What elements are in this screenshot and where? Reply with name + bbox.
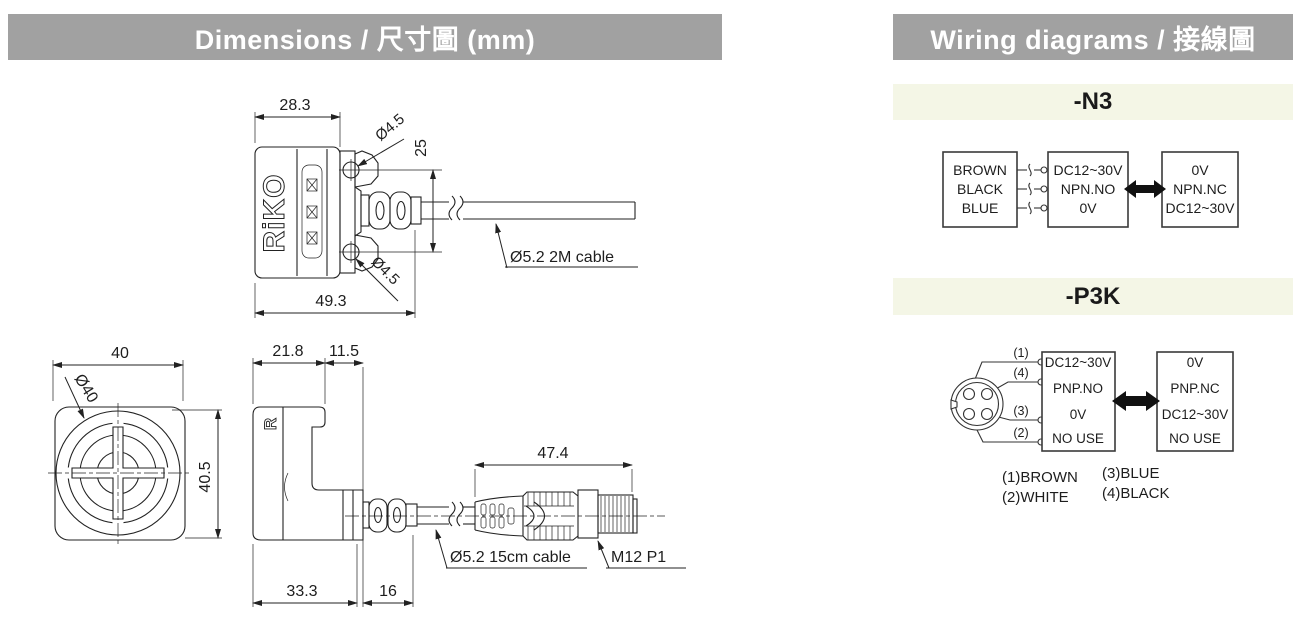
pin-label-3: (3) (1013, 404, 1028, 418)
cable-callout-side: Ø5.2 15cm cable (435, 529, 587, 569)
brand-logo: RiKO (258, 174, 291, 253)
cable-label-top: Ø5.2 2M cable (510, 249, 614, 266)
dim-label-11-5: 11.5 (329, 343, 359, 360)
m12-callout: M12 P1 (597, 540, 686, 569)
connector-slots (306, 178, 318, 245)
n3-subheader: -N3 (893, 84, 1293, 120)
p3k-out-row-1: DC12~30V (1045, 355, 1111, 370)
m12-connector (345, 489, 665, 541)
p3k-out-row-3: 0V (1070, 407, 1087, 422)
dimensions-section-title: Dimensions / 尺寸圖 (mm) (194, 24, 536, 55)
p3k-alt-row-2: PNP.NC (1170, 381, 1220, 396)
dim-label-25: 25 (413, 139, 430, 157)
dim-hole-bottom-label: Ø4.5 (355, 253, 403, 302)
dim-25: 25 (339, 139, 442, 253)
pin-3 (980, 407, 994, 421)
wiring-section-title: Wiring diagrams / 接線圖 (930, 24, 1256, 55)
m12-label: M12 P1 (611, 549, 666, 566)
n3-wire-blue: BLUE (962, 200, 999, 216)
dim-label-28-3: 28.3 (279, 97, 310, 114)
n3-title: -N3 (1073, 88, 1113, 115)
n3-out-row-2: NPN.NO (1061, 181, 1116, 197)
dim-label-21-8: 21.8 (272, 343, 303, 360)
cable-gland-side (362, 498, 418, 533)
dim-47-4: 47.4 (474, 445, 633, 497)
pin-1 (962, 387, 976, 401)
dim-label-49-3: 49.3 (315, 293, 346, 310)
front-view-drawing: 40 Ø40 40.5 (48, 345, 222, 547)
dimensions-section-header: Dimensions / 尺寸圖 (mm) (8, 14, 722, 60)
n3-alt-row-3: DC12~30V (1166, 200, 1236, 216)
pin-label-1: (1) (1013, 346, 1028, 360)
n3-alt-row-2: NPN.NC (1173, 181, 1227, 197)
dim-label-40-5: 40.5 (197, 461, 214, 492)
n3-alt-row-1: 0V (1191, 162, 1209, 178)
cable-top (421, 195, 636, 221)
legend-pin-1: (1)BROWN (1002, 469, 1078, 486)
n3-wire-box (942, 151, 1018, 228)
dim-49-3: 49.3 (254, 230, 416, 318)
sensor-body-top: RiKO (254, 146, 341, 279)
m12-pinout (950, 377, 1004, 431)
legend-pin-3: (3)BLUE (1102, 465, 1160, 482)
brand-letter: R (261, 418, 280, 430)
dim-label-diameter-40: Ø40 (71, 371, 101, 406)
n3-out-row-1: DC12~30V (1054, 162, 1124, 178)
pin-label-2: (2) (1013, 426, 1028, 440)
n3-wire-brown: BROWN (953, 162, 1007, 178)
dim-11-5: 11.5 (324, 343, 364, 607)
p3k-swap-arrow-icon (1112, 391, 1160, 411)
dim-hole-top-label: Ø4.5 (357, 111, 408, 167)
legend-pin-4: (4)BLACK (1102, 485, 1170, 502)
p3k-title: -P3K (1065, 282, 1121, 310)
cable-callout-top: Ø5.2 2M cable (495, 223, 638, 269)
p3k-out-row-4: NO USE (1052, 431, 1104, 446)
sensor-body-side: R (252, 406, 364, 541)
mounting-bracket (339, 150, 379, 274)
legend-pin-2: (2)WHITE (1002, 489, 1069, 506)
wiring-section-header: Wiring diagrams / 接線圖 (893, 14, 1293, 60)
n3-wires (1017, 163, 1048, 215)
pin-color-legend: (1)BROWN (2)WHITE (3)BLUE (4)BLACK (1002, 465, 1170, 506)
side-view-drawing: R (252, 343, 686, 607)
n3-out-row-3: 0V (1079, 200, 1097, 216)
dim-label-33-3: 33.3 (286, 583, 317, 600)
p3k-subheader: -P3K (893, 278, 1293, 315)
dim-label-16: 16 (379, 583, 397, 600)
cable-label-side: Ø5.2 15cm cable (450, 549, 571, 566)
thread-lines (600, 496, 630, 532)
dim-label-hole-bottom: Ø4.5 (368, 253, 403, 288)
p3k-alt-row-1: 0V (1187, 355, 1204, 370)
dim-40: 40 (52, 345, 184, 401)
dim-40-5: 40.5 (172, 409, 222, 539)
pin-2 (962, 407, 976, 421)
dim-21-8: 21.8 (252, 343, 326, 404)
dim-label-47-4: 47.4 (537, 445, 568, 462)
cable-side (417, 501, 475, 527)
p3k-alt-row-4: NO USE (1169, 431, 1221, 446)
n3-output-box (1047, 151, 1129, 228)
connector-key-notch (950, 399, 958, 410)
dim-diameter-40: Ø40 (64, 371, 101, 419)
n3-swap-arrow-icon (1124, 180, 1166, 198)
p3k-alt-row-3: DC12~30V (1162, 407, 1228, 422)
p3k-out-row-2: PNP.NO (1053, 381, 1103, 396)
pin-4 (980, 387, 994, 401)
sensor-face (48, 403, 192, 547)
connector-ribs (524, 492, 574, 540)
dim-28-3: 28.3 (254, 97, 341, 147)
n3-alt-box (1161, 151, 1239, 228)
cable-gland-top (360, 191, 422, 230)
dim-33-3: 33.3 (252, 544, 358, 607)
pin-label-4: (4) (1013, 366, 1028, 380)
p3k-alt-box (1156, 351, 1234, 452)
p3k-wiring-diagram: (1) (4) (3) (2) DC12~30V PNP.NO 0V NO US… (950, 346, 1234, 506)
dim-label-40: 40 (111, 345, 129, 362)
dim-16: 16 (362, 535, 414, 607)
n3-wiring-diagram: BROWN BLACK BLUE DC12~30V NPN.NO 0V 0V N… (942, 151, 1239, 228)
p3k-output-box (1041, 351, 1116, 452)
n3-wire-black: BLACK (957, 181, 1004, 197)
top-view-drawing: RiKO (254, 97, 638, 318)
